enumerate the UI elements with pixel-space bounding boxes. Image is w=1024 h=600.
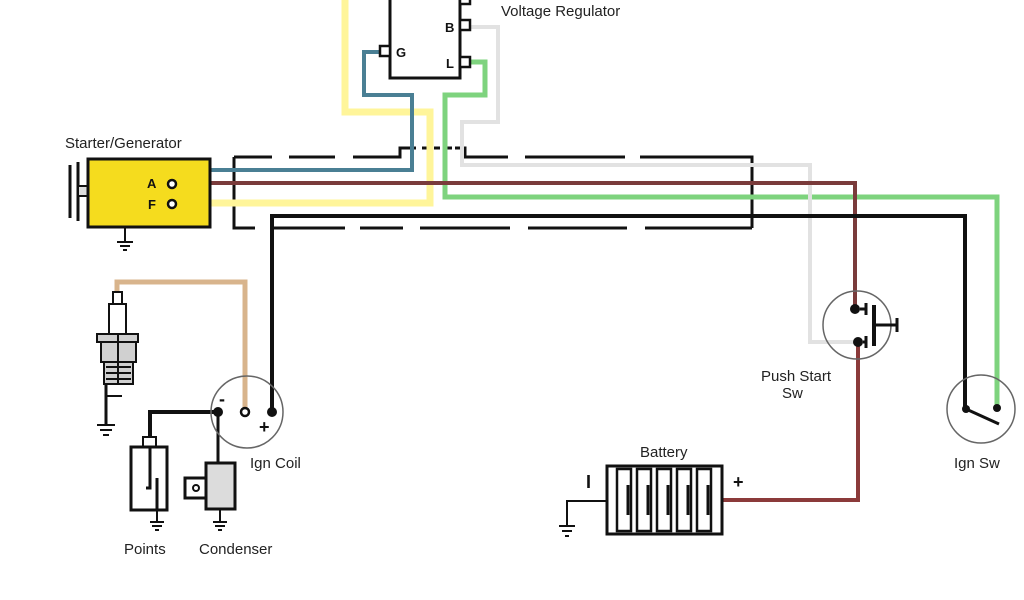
- ign-sw-label: Ign Sw: [954, 455, 1000, 472]
- terminal-f: [166, 198, 178, 210]
- terminal-top: [458, 0, 472, 6]
- starter-generator-label: Starter/Generator: [65, 135, 182, 152]
- terminal-g-label: G: [396, 45, 406, 60]
- ground-icon: [213, 509, 227, 531]
- condenser: Condenser: [183, 461, 272, 558]
- terminal-b: [458, 18, 472, 32]
- ignition-switch: Ign Sw: [946, 374, 1016, 472]
- battery-positive-label: +: [733, 472, 744, 492]
- terminal-g: [378, 44, 392, 58]
- wire-black: [270, 214, 967, 412]
- ign-coil-label: Ign Coil: [250, 455, 301, 472]
- ignition-coil: - + Ign Coil: [210, 375, 301, 472]
- coil-hv-terminal: [239, 406, 251, 418]
- coil-plus-label: +: [259, 417, 270, 437]
- wire-red-top: [178, 181, 857, 308]
- push-start-label-2: Sw: [782, 385, 803, 402]
- push-start-label-1: Push Start: [761, 368, 832, 385]
- coil-minus-label: -: [219, 389, 225, 409]
- wire-red-bottom: [722, 342, 860, 502]
- wire-points: [148, 410, 218, 440]
- wire-blue: [176, 50, 414, 185]
- ground-icon: [117, 227, 133, 251]
- terminal-a-label: A: [147, 176, 157, 191]
- ground-icon: [559, 525, 575, 537]
- voltage-regulator-label: Voltage Regulator: [501, 3, 620, 20]
- push-start-switch: Push Start Sw: [761, 290, 899, 402]
- ground-icon: [150, 510, 164, 531]
- points: Points: [124, 436, 169, 558]
- wire-yellow: [178, 0, 434, 207]
- condenser-label: Condenser: [199, 541, 272, 558]
- terminal-f-label: F: [148, 197, 156, 212]
- terminal-l: [458, 55, 472, 69]
- coil-minus-terminal: [213, 407, 223, 417]
- battery: Battery I +: [559, 444, 744, 537]
- wire-green: [442, 59, 1000, 408]
- starter-generator: Starter/Generator A F: [65, 135, 212, 251]
- terminal-a: [166, 178, 178, 190]
- points-label: Points: [124, 541, 166, 558]
- wire-white: [460, 25, 858, 344]
- battery-label: Battery: [640, 444, 688, 461]
- spark-plug-icon: [96, 291, 139, 436]
- terminal-b-label: B: [445, 20, 454, 35]
- battery-negative-label: I: [586, 472, 591, 492]
- wire-tan: [114, 279, 248, 412]
- voltage-regulator: G B L Voltage Regulator: [378, 0, 620, 80]
- coil-plus-terminal: [267, 407, 277, 417]
- terminal-l-label: L: [446, 56, 454, 71]
